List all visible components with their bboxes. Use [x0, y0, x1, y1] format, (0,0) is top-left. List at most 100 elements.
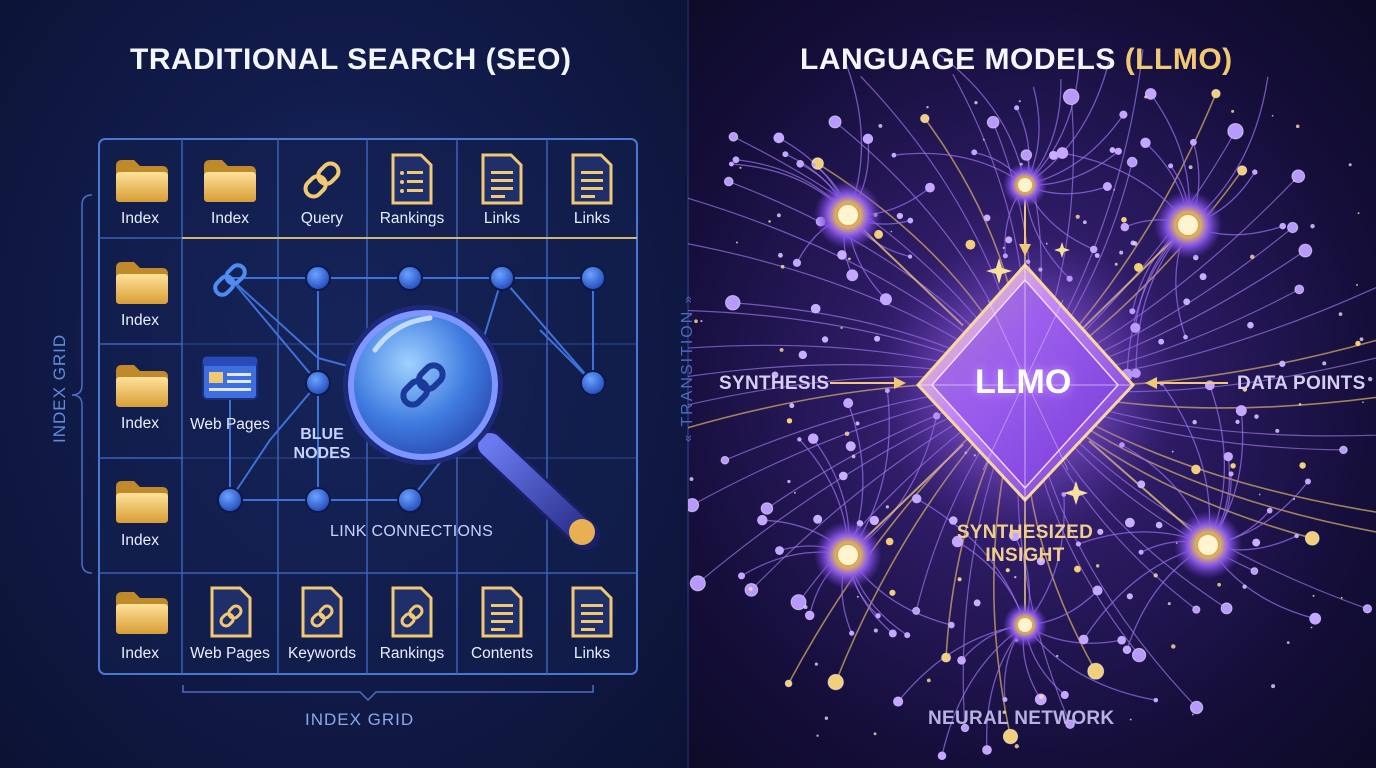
grid-cell-label: Index: [121, 645, 159, 662]
sparkle-dot: [982, 138, 985, 141]
data-point: [1247, 321, 1254, 329]
blue-nodes: [217, 265, 606, 513]
sparkle-dot: [1217, 582, 1221, 587]
grid-cell-label: Links: [573, 645, 611, 662]
data-point: [925, 182, 935, 193]
data-point: [912, 606, 921, 615]
sparkle-dot: [851, 454, 856, 459]
data-point: [889, 589, 896, 596]
data-point: [1120, 222, 1130, 232]
sparkle-dot: [1082, 220, 1087, 225]
neuron-nucleus: [1196, 533, 1220, 557]
data-point: [1183, 334, 1188, 340]
data-point: [1304, 478, 1311, 485]
sparkle-dot: [1293, 498, 1296, 501]
data-point: [1252, 538, 1261, 547]
sparkle-dot: [1014, 744, 1019, 749]
grid-top-icons: [116, 153, 613, 205]
sparkle-dot: [1293, 179, 1295, 182]
browser-window-icon: [202, 356, 258, 400]
data-point: [1020, 149, 1033, 161]
data-point: [1126, 156, 1138, 168]
data-point: [804, 610, 815, 621]
data-point: [1242, 387, 1248, 392]
data-point: [1362, 604, 1373, 614]
sparkle-dot: [1362, 401, 1364, 404]
neuron-nucleus: [836, 203, 860, 227]
data-point: [896, 212, 903, 220]
data-point: [957, 656, 966, 665]
sparkle-dot: [1271, 114, 1274, 117]
llmo-core-label: LLMO: [975, 363, 1072, 401]
sparkle-dot: [1114, 262, 1118, 266]
data-point: [1074, 565, 1081, 573]
data-point: [875, 613, 881, 619]
data-point: [760, 502, 774, 515]
data-point: [869, 515, 880, 526]
web-pages-label: Web Pages: [190, 416, 270, 433]
data-points-label: DATA POINTS: [1237, 373, 1366, 394]
sparkle-dot: [1039, 694, 1044, 699]
data-point: [1034, 693, 1047, 706]
data-point: [941, 652, 952, 663]
data-point: [1228, 471, 1234, 477]
data-point: [1126, 593, 1133, 600]
grid-cell-label: Index: [121, 312, 159, 329]
data-point: [796, 159, 804, 168]
folder-icon: [116, 481, 168, 523]
data-point: [1279, 360, 1286, 367]
sparkle-dot: [848, 257, 851, 261]
data-point: [790, 594, 807, 611]
sparkle-dot: [735, 241, 738, 244]
data-point: [1049, 150, 1059, 160]
panel-divider: [687, 0, 689, 768]
sparkle-dot: [1258, 493, 1261, 496]
sparkle-dot: [780, 264, 785, 269]
neurons: [814, 163, 1242, 647]
data-point: [879, 293, 892, 306]
data-point: [1235, 405, 1247, 417]
data-point: [907, 217, 914, 224]
sparkle-dot: [890, 230, 893, 233]
data-point: [1140, 137, 1151, 148]
document-link-icon: [301, 586, 343, 638]
data-point: [849, 630, 855, 636]
data-point: [797, 437, 802, 442]
sparkle-dot: [1129, 718, 1132, 721]
index-grid-bottom-label: INDEX GRID: [305, 710, 415, 729]
data-point: [1134, 262, 1143, 272]
grid-cell-label: Links: [483, 210, 521, 227]
transition-label: « TRANSITION »: [679, 294, 696, 442]
data-point: [778, 252, 783, 258]
data-point: [891, 152, 897, 158]
grid-cell-label: Keywords: [287, 645, 357, 662]
sparkle-dot: [1075, 214, 1080, 219]
data-point: [911, 493, 922, 504]
grid-bottom-icons: [116, 586, 613, 638]
data-point: [973, 599, 981, 607]
data-point: [1236, 165, 1248, 176]
data-point: [843, 398, 854, 409]
data-point: [821, 336, 829, 343]
folder-icon: [116, 365, 168, 407]
data-point: [957, 577, 962, 582]
sparkle-dot: [1096, 564, 1100, 568]
data-point: [1223, 451, 1233, 462]
data-point: [1092, 585, 1103, 596]
sparkle-dot: [1132, 241, 1138, 246]
data-point: [1199, 273, 1207, 281]
data-point: [810, 303, 821, 314]
data-point: [1294, 284, 1305, 295]
neuron-nucleus: [1176, 213, 1200, 237]
data-point: [1002, 728, 1019, 745]
sparkles: [986, 242, 1088, 505]
sparkle-dot: [748, 586, 753, 591]
sparkle-dot: [787, 479, 791, 484]
data-point: [837, 250, 847, 260]
grid-cell-label: Index: [121, 210, 159, 227]
sparkle-dot: [768, 220, 771, 223]
data-point: [720, 455, 730, 465]
data-point: [885, 537, 894, 546]
sparkle-dot: [926, 678, 931, 683]
